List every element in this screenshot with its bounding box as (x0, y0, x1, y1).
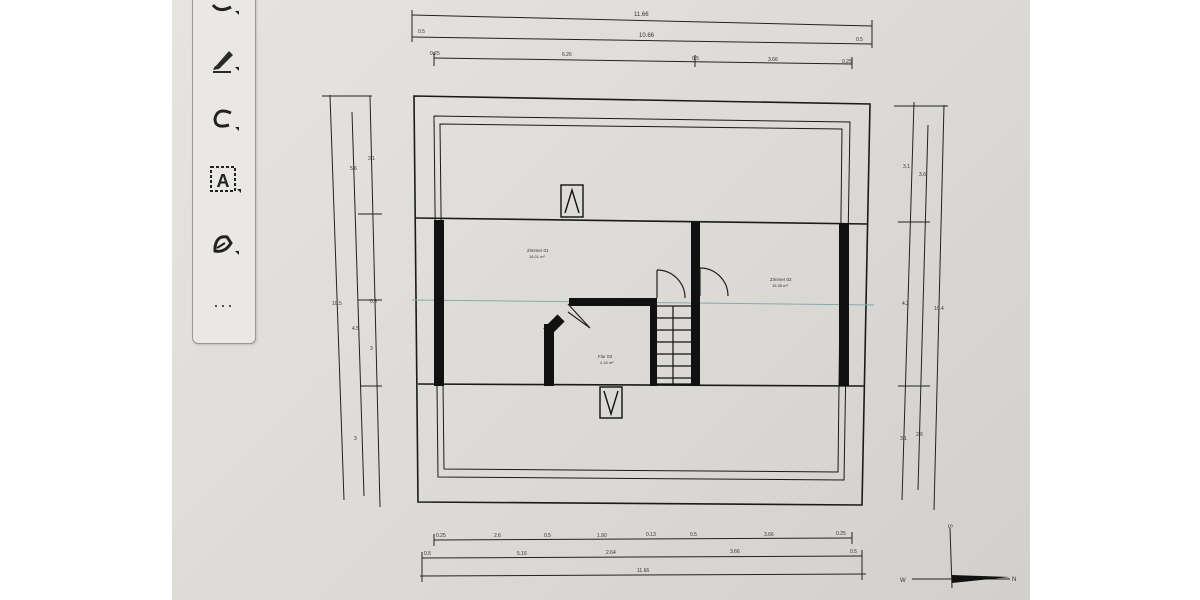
dim-bottom-1d: 1.90 (597, 533, 607, 539)
dim-top-3b: 6.26 (562, 52, 572, 58)
cad-screen: A ... 11.66 0.5 10.66 0.5 0.25 6.26 0.5 … (172, 0, 1030, 600)
room-3-area: 4.16 m² (600, 360, 614, 365)
dim-bottom-1h: 0.25 (836, 531, 846, 537)
dim-right-b: 3.6 (919, 172, 926, 178)
dim-left-e: 3 (370, 346, 373, 352)
dim-right-e: 2.6 (916, 432, 923, 438)
room-1-area: 18.01 m² (529, 254, 545, 259)
dim-bottom-2a: 0.5 (424, 551, 431, 557)
text-box-icon[interactable]: A (205, 161, 243, 199)
dim-top-2c: 0.5 (856, 37, 863, 43)
dim-bottom-2e: 0.5 (850, 549, 857, 555)
compass-north: N (1012, 577, 1016, 583)
room-2-area: 15.35 m² (772, 283, 788, 288)
dim-left-f: 3 (354, 436, 357, 442)
room-2-name: Zimmer 02 (770, 277, 792, 282)
dim-right-total: 10.4 (934, 306, 944, 312)
tool-palette: A ... (192, 0, 256, 344)
dim-right-d: 3.1 (900, 436, 907, 442)
pen-tool-icon[interactable] (205, 39, 243, 77)
dim-top-3c: 0.5 (692, 56, 699, 62)
compass-west: W (900, 578, 906, 584)
dim-bottom-1g: 3.66 (764, 532, 774, 538)
fill-pen-icon[interactable] (205, 223, 243, 261)
more-tools-button[interactable]: ... (213, 291, 235, 311)
dim-top-2a: 0.5 (418, 29, 425, 35)
dim-top-3d: 3.66 (768, 57, 778, 63)
room-1-name: Zimmer 01 (527, 248, 549, 253)
dim-top-2b: 10.66 (639, 33, 655, 39)
room-3-name: Flur 03 (598, 354, 613, 359)
dim-top-3a: 0.25 (430, 51, 440, 57)
dim-bottom-2b: 5.16 (517, 551, 527, 557)
dim-left-b: 3.1 (368, 156, 375, 162)
dim-right-a: 3.1 (903, 164, 910, 170)
compass-south: S (946, 524, 952, 528)
dim-left-c: 4.5 (352, 326, 359, 332)
dim-bottom-2c: 2.64 (606, 550, 616, 556)
dim-top-total: 11.66 (634, 12, 649, 18)
dim-top-3e: 0.25 (842, 59, 852, 65)
dim-bottom-1c: 0.5 (544, 533, 551, 539)
loop-tool-icon[interactable] (205, 101, 243, 139)
dim-left-total: 10.5 (332, 301, 342, 307)
north-arrow: S W N (900, 524, 1016, 589)
dim-right-c: 4.2 (902, 301, 909, 307)
dim-left-d: 0.5 (370, 299, 377, 305)
dim-bottom-1a: 0.25 (436, 533, 446, 539)
dim-bottom-2d: 3.66 (730, 549, 740, 555)
floor-plan: 11.66 0.5 10.66 0.5 0.25 6.26 0.5 3.66 0… (322, 10, 1016, 589)
text-box-glyph: A (217, 171, 230, 191)
dim-left-a: 5.6 (350, 166, 357, 172)
dim-bottom-1e: 0.13 (646, 532, 656, 538)
dim-bottom-1b: 2.6 (494, 533, 501, 539)
dim-bottom-1f: 0.5 (690, 532, 697, 538)
curve-tool-icon[interactable] (205, 0, 243, 29)
dim-bottom-total: 11.66 (637, 568, 649, 574)
